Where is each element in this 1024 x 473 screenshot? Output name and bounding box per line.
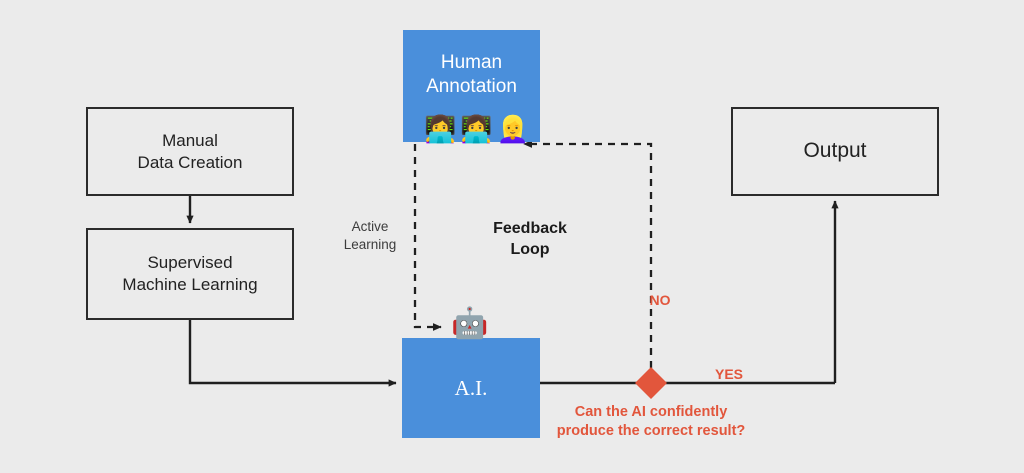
- node-ai-label: A.I.: [454, 375, 488, 400]
- node-human-annotation[interactable]: Human Annotation: [403, 30, 540, 142]
- woman-technologist-icon-3: 👱‍♀️: [496, 114, 530, 144]
- robot-icon: 🤖: [451, 307, 489, 340]
- human-annotators-icon-group: 👩‍💻 👩‍💻 👱‍♀️: [424, 116, 529, 142]
- robot-icon-group: 🤖: [451, 309, 488, 339]
- node-human-annotation-label: Human Annotation: [426, 51, 517, 97]
- node-output[interactable]: Output: [731, 107, 939, 196]
- label-decision-question: Can the AI confidently produce the corre…: [556, 404, 746, 439]
- label-active-learning: Active Learning: [343, 219, 397, 252]
- label-yes-branch: YES: [714, 366, 743, 382]
- node-supervised-machine-learning[interactable]: Supervised Machine Learning: [86, 228, 294, 320]
- node-output-label: Output: [803, 139, 867, 163]
- edge-active-learning-to-ai: [413, 144, 442, 331]
- edge-no-to-human-annotation: [523, 140, 653, 368]
- node-ai[interactable]: A.I.: [402, 338, 540, 438]
- woman-technologist-icon-2: 👩‍💻: [460, 114, 493, 144]
- node-manual-data-creation-label: Manual Data Creation: [137, 130, 243, 172]
- node-supervised-machine-learning-label: Supervised Machine Learning: [122, 253, 258, 294]
- label-no-branch: NO: [649, 292, 671, 308]
- label-feedback-loop: Feedback Loop: [493, 220, 567, 258]
- woman-technologist-icon-1: 👩‍💻: [424, 114, 457, 144]
- decision-diamond[interactable]: [635, 367, 667, 399]
- edge-supervised-to-ai: [188, 320, 397, 387]
- node-manual-data-creation[interactable]: Manual Data Creation: [86, 107, 294, 196]
